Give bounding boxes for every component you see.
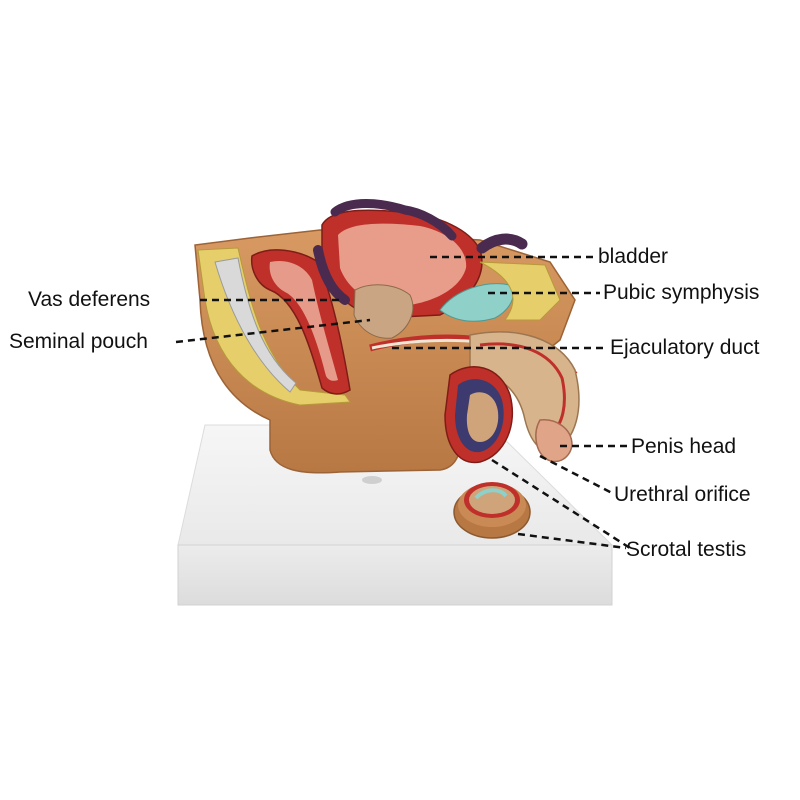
label-urethral-orifice: Urethral orifice: [614, 483, 751, 506]
testis-piece: [453, 482, 531, 539]
label-ejaculatory-duct: Ejaculatory duct: [610, 336, 760, 359]
label-vas-deferens: Vas deferens: [28, 288, 151, 311]
leader-scrotal-testis-b: [517, 532, 627, 550]
leader-urethral-orifice: [539, 454, 613, 495]
label-seminal-pouch: Seminal pouch: [9, 330, 148, 353]
label-scrotal-testis: Scrotal testis: [626, 538, 747, 561]
pelvis-body: [194, 199, 580, 474]
label-penis-head: Penis head: [631, 435, 737, 458]
label-pubic-symphysis: Pubic symphysis: [603, 281, 760, 304]
leader-lines: [175, 255, 631, 550]
leader-seminal-pouch: [175, 318, 371, 344]
label-bladder: bladder: [598, 245, 669, 268]
leader-scrotal-testis-a: [491, 458, 631, 550]
